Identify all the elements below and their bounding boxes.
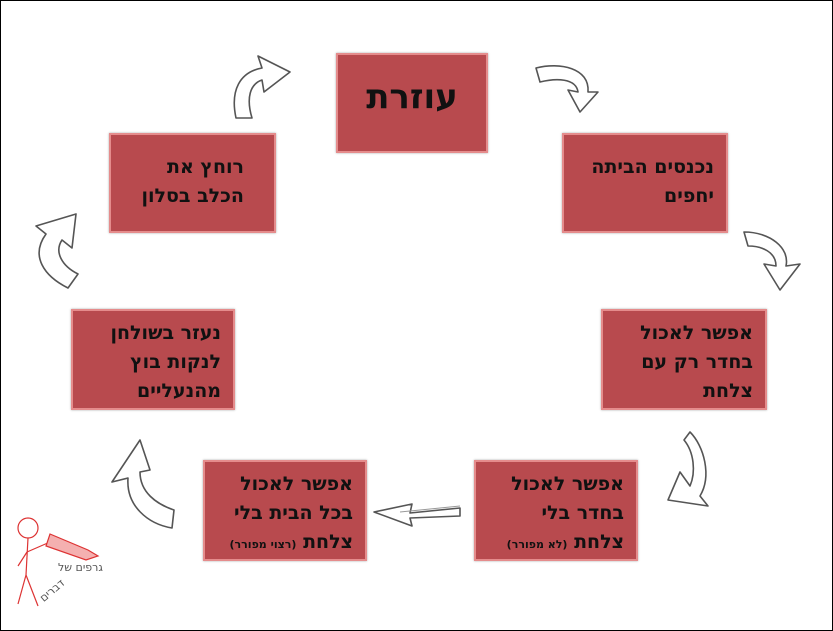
step-note: (לא מפורר) bbox=[506, 538, 568, 551]
step-text: צלחת bbox=[574, 531, 624, 553]
curved-arrow-icon bbox=[743, 231, 801, 291]
step-text: אפשר לאכול bbox=[240, 473, 353, 495]
step-text: בחדר רק עם bbox=[641, 351, 753, 373]
curved-arrow-icon bbox=[233, 55, 291, 119]
step-note: (רצוי מפורר) bbox=[229, 538, 297, 551]
step-text: בכל הבית בלי bbox=[234, 502, 353, 524]
step-box-6: רוחץ את הכלב בסלון bbox=[109, 133, 276, 233]
step-text: צלחת bbox=[303, 531, 353, 553]
step-text-line-with-note: צלחת (לא מפורר) bbox=[484, 528, 624, 559]
arrow-sketch-line bbox=[399, 505, 461, 513]
step-text: נעזר בשולחן bbox=[110, 322, 221, 344]
curved-arrow-icon bbox=[667, 431, 709, 507]
step-text: יחפים bbox=[664, 185, 714, 207]
center-box: עוזרת bbox=[336, 53, 488, 153]
stick-figure-logo bbox=[17, 517, 100, 607]
step-text: לנקות בוץ bbox=[130, 351, 221, 373]
straight-arrow-icon bbox=[373, 503, 461, 527]
step-text: בחדר בלי bbox=[541, 502, 624, 524]
step-text: אפשר לאכול bbox=[640, 322, 753, 344]
step-text-line-with-note: צלחת (רצוי מפורר) bbox=[213, 528, 353, 559]
curved-arrow-icon bbox=[35, 213, 79, 289]
curved-arrow-icon bbox=[111, 439, 175, 529]
step-text: הכלב בסלון bbox=[141, 185, 244, 207]
logo-text-line1: גרפים של bbox=[58, 561, 103, 574]
step-box-1: נכנסים הביתה יחפים bbox=[562, 133, 728, 233]
step-text: נכנסים הביתה bbox=[591, 156, 714, 178]
center-title: עוזרת bbox=[366, 77, 458, 117]
step-text: אפשר לאכול bbox=[511, 473, 624, 495]
curved-arrow-icon bbox=[535, 65, 599, 113]
step-box-3: אפשר לאכול בחדר בלי צלחת (לא מפורר) bbox=[474, 460, 638, 561]
step-box-4: אפשר לאכול בכל הבית בלי צלחת (רצוי מפורר… bbox=[203, 460, 367, 561]
step-box-2: אפשר לאכול בחדר רק עם צלחת bbox=[601, 309, 767, 410]
step-text: רוחץ את bbox=[166, 156, 244, 178]
step-text: מהנעליים bbox=[137, 380, 221, 402]
step-text: צלחת bbox=[703, 380, 753, 402]
step-box-5: נעזר בשולחן לנקות בוץ מהנעליים bbox=[71, 309, 235, 410]
